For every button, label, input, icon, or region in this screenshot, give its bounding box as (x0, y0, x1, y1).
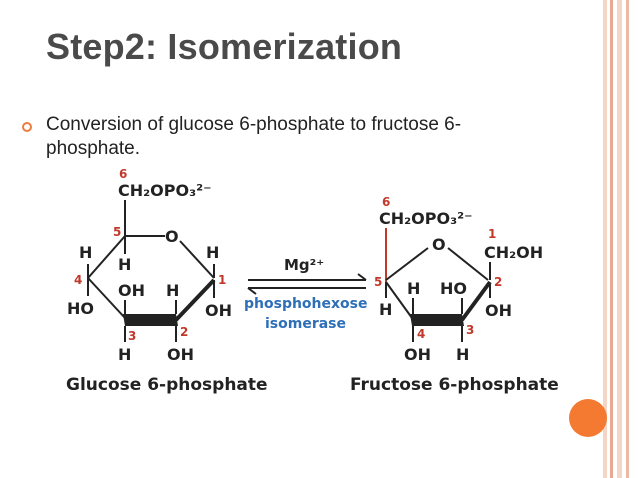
fructose-c6-number: 6 (382, 195, 390, 209)
glucose-c4-number: 4 (74, 273, 82, 287)
decor-orange-circle (569, 399, 607, 437)
decor-stripe-4 (626, 0, 629, 478)
slide-title: Step2: Isomerization (46, 26, 403, 67)
glucose-label: Glucose 6-phosphate (66, 375, 268, 395)
glucose-c1-number: 1 (218, 273, 226, 287)
fructose-sub-h-c4-top: H (407, 279, 420, 298)
fructose-top-group: CH₂OPO₃²⁻ (379, 209, 473, 228)
glucose-structure: 6 CH₂OPO₃²⁻ 5 O H H 4 H 1 OH (66, 167, 268, 395)
glucose-sub-ho-c4: HO (67, 299, 94, 318)
glucose-top-group: CH₂OPO₃²⁻ (118, 181, 212, 200)
glucose-sub-h-c5: H (118, 255, 131, 274)
bullet-text: Conversion of glucose 6-phosphate to fru… (46, 114, 462, 159)
decor-stripe-3 (617, 0, 622, 478)
decor-stripe-1 (603, 0, 607, 478)
glucose-sub-h-c4: H (79, 243, 92, 262)
glucose-sub-oh-c3-top: OH (118, 281, 145, 300)
fructose-c5-number: 5 (374, 275, 382, 289)
fructose-sub-ho-c3-top: HO (440, 279, 467, 298)
glucose-sub-h-c2-top: H (166, 281, 179, 300)
decor-stripe-2 (610, 0, 613, 478)
fructose-c4-number: 4 (417, 327, 425, 341)
fructose-sub-oh-c4: OH (404, 345, 431, 364)
fructose-label: Fructose 6-phosphate (350, 375, 559, 395)
glucose-c3-number: 3 (128, 329, 136, 343)
enzyme-name-line2: isomerase (265, 316, 346, 332)
fructose-right-group: CH₂OH (484, 243, 543, 262)
glucose-sub-h-c1: H (206, 243, 219, 262)
fructose-c2-number: 2 (494, 275, 502, 289)
fructose-structure: 6 CH₂OPO₃²⁻ O 1 CH₂OH 5 2 H H HO OH (350, 195, 559, 395)
fructose-c1-number: 1 (488, 227, 496, 241)
equilibrium-arrows: Mg²⁺ phosphohexose isomerase (244, 256, 367, 332)
glucose-c2-number: 2 (180, 325, 188, 339)
glucose-sub-oh-c1: OH (205, 301, 232, 320)
glucose-c5-number: 5 (113, 225, 121, 239)
glucose-sub-h-c3: H (118, 345, 131, 364)
fructose-ring-oxygen: O (432, 235, 446, 254)
cofactor-label: Mg²⁺ (284, 256, 324, 274)
fructose-sub-h-c5: H (379, 300, 392, 319)
fructose-c3-number: 3 (466, 323, 474, 337)
glucose-sub-oh-c2: OH (167, 345, 194, 364)
glucose-ring-oxygen: O (165, 227, 179, 246)
bullet-icon (22, 122, 32, 132)
enzyme-name-line1: phosphohexose (244, 296, 367, 312)
glucose-c6-number: 6 (119, 167, 127, 181)
fructose-sub-h-c3: H (456, 345, 469, 364)
fructose-sub-oh-c2: OH (485, 301, 512, 320)
